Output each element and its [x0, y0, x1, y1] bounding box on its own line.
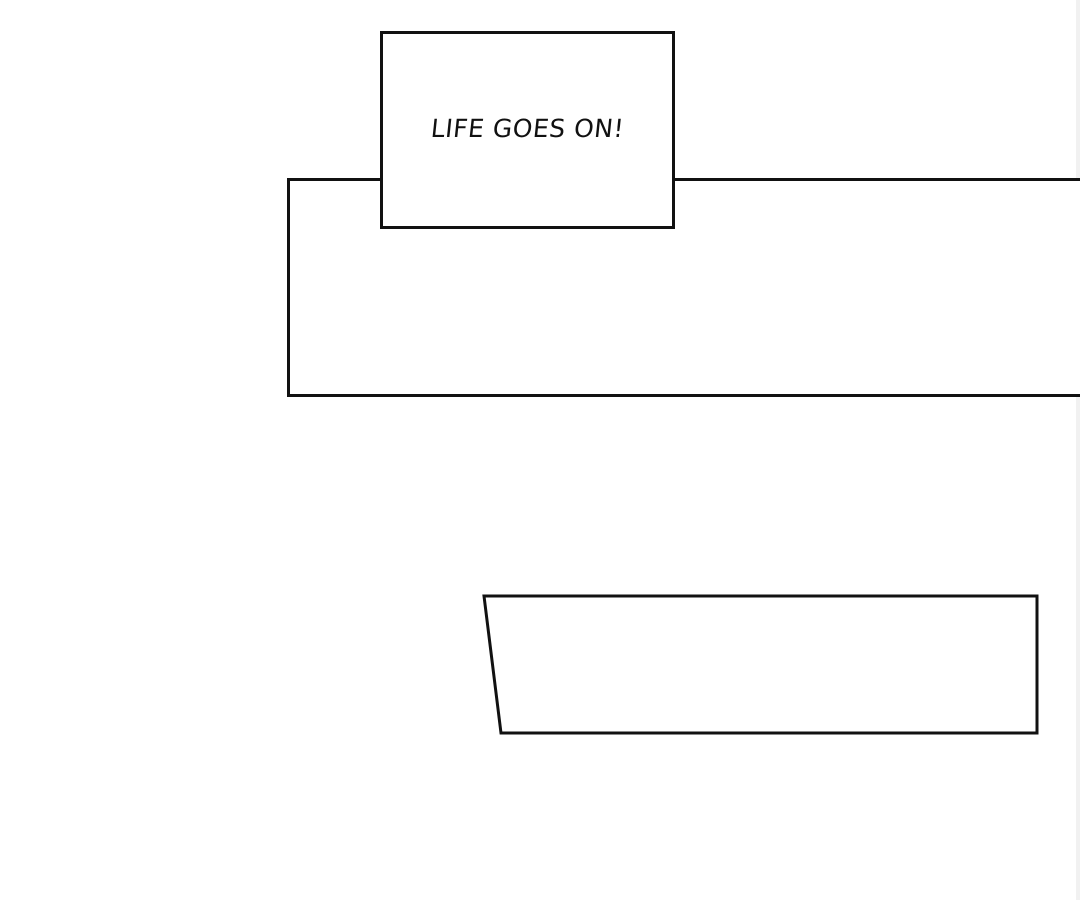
slanted-panel-frame: [482, 594, 1039, 735]
slanted-empty-panel: [482, 594, 1040, 736]
caption-box: LIFE GOES ON!: [380, 31, 675, 229]
page-edge-strip: [1076, 0, 1080, 900]
caption-text: LIFE GOES ON!: [429, 114, 626, 143]
slanted-panel-shape: [482, 594, 1039, 735]
